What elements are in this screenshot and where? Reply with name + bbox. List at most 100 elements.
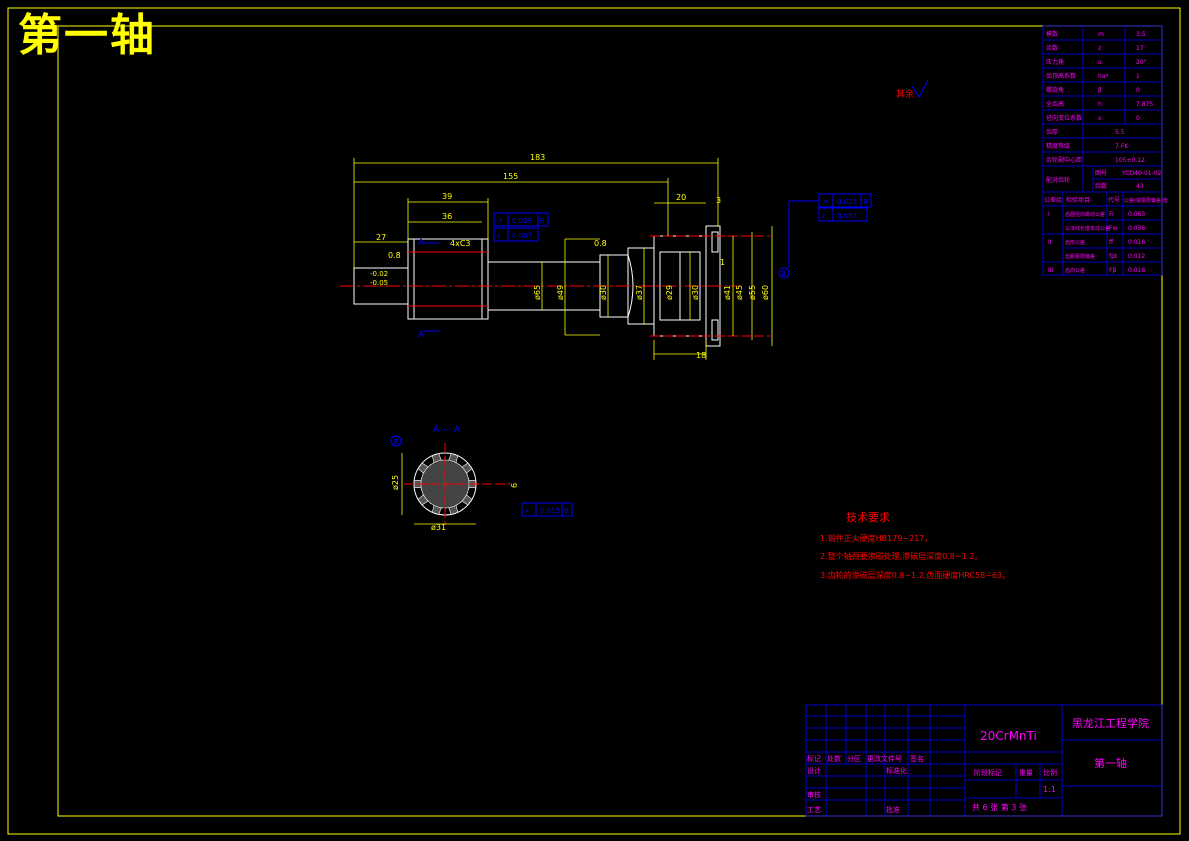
dimension-texts: 183 155 39 36 27 0.8 0.8 20 3 18 1 4xC3 …	[370, 153, 725, 360]
dim-phi30b: ø30	[691, 285, 700, 300]
tolerance-texts: ↗ 0.025 B ⫽ 0.007 ↗ 0.025 B ⫽ 0.007 ⌖ 0.…	[496, 198, 868, 515]
label-zone: 分区	[847, 754, 861, 763]
gear-row-name: 齿顶高系数	[1046, 72, 1076, 80]
gear-row-value: 3.5	[1136, 31, 1146, 38]
section-mark-a-bottom: A	[418, 330, 425, 340]
dim-phi55: ø55	[748, 285, 757, 300]
dim-27: 27	[376, 233, 386, 242]
tech-req-item-1: 1.锻件正火硬度HB179~217。	[820, 533, 932, 543]
gear-row-name: 全齿高	[1046, 100, 1064, 108]
check-row-value: 0.063	[1128, 211, 1145, 218]
gear-row-name: 压力角	[1046, 58, 1064, 66]
tech-req-title: 技术要求	[846, 511, 890, 524]
check-row-item: 齿形公差	[1065, 239, 1085, 246]
dim-18: 18	[696, 351, 706, 360]
check-row-code: ff	[1109, 239, 1114, 246]
outer-frame	[7, 7, 1181, 835]
check-header-value: 公差(或极限偏差)值	[1124, 197, 1168, 204]
dim-width6: 6	[510, 483, 519, 488]
dim-155: 155	[503, 172, 518, 181]
gear-mate-v1: YCD40-01-02	[1121, 170, 1162, 177]
section-datum-icon	[390, 435, 402, 447]
dim-phi29: ø29	[665, 285, 674, 300]
tol-3-symbol: ↗	[822, 198, 828, 206]
check-row-code: Fr	[1109, 211, 1115, 218]
check-row-code: Fw	[1109, 225, 1117, 232]
gear-row-value: 7.875	[1136, 101, 1153, 108]
dim-3: 3	[716, 196, 721, 205]
dim-phi65: ø65	[533, 285, 542, 300]
label-process: 工艺	[807, 806, 821, 814]
datum-b-label: B	[781, 270, 786, 278]
gear-mate-k2: 齿数	[1095, 182, 1107, 190]
dim-phi49: ø49	[556, 285, 565, 300]
label-approve: 批准	[886, 805, 900, 814]
gear-row-symbol: β	[1098, 87, 1102, 94]
gear-row-value: 0	[1136, 115, 1140, 122]
material-text: 20CrMnTi	[980, 729, 1037, 743]
gear-row-name: 模数	[1046, 30, 1058, 38]
gear-row-value: 17	[1136, 45, 1144, 52]
check-row-item: 齿距极限偏差	[1065, 253, 1095, 260]
label-weight: 重量	[1019, 769, 1033, 777]
dim-phi41: ø41	[723, 285, 732, 300]
dim-f005: -0.05	[370, 279, 388, 287]
tol-2-symbol: ⫽	[496, 232, 501, 240]
label-stage: 阶段标记	[974, 768, 1002, 777]
drawing-title: 第一轴	[18, 10, 156, 61]
gear-mate-v2: 43	[1136, 183, 1144, 190]
tech-req-item-3: 3.齿轮的渗碳层深度0.8~1.2,齿面硬度HRC58~63。	[820, 570, 1010, 580]
sheet-info: 共 6 张 第 3 张	[972, 802, 1027, 812]
tol-4-value: 0.007	[837, 212, 857, 220]
roughness-note: 其余	[896, 88, 914, 100]
gear-row-symbol: ha*	[1098, 73, 1108, 80]
tol-3-datum: B	[863, 198, 868, 206]
gear-mate-k1: 图号	[1095, 170, 1107, 177]
dim-phi30: ø30	[599, 285, 608, 300]
gear-wide-value: 105±0.12	[1115, 157, 1145, 164]
check-header-item: 检验项目	[1066, 196, 1090, 204]
check-row-value: 0.016	[1128, 239, 1145, 246]
tol-5-symbol: ⌖	[525, 507, 529, 515]
check-row-group: II	[1048, 239, 1052, 246]
gear-wide-value: 7-FK	[1115, 143, 1129, 150]
dim-0-8-a: 0.8	[388, 251, 401, 260]
title-block-text: 20CrMnTi 黑龙江工程学院 第一轴 1:1 共 6 张 第 3 张 标记 …	[807, 716, 1149, 814]
label-design: 设计	[807, 766, 821, 775]
gear-wide-value: 5.5	[1115, 129, 1125, 136]
dim-chamfer: 4xC3	[450, 239, 471, 248]
part-name: 第一轴	[1094, 756, 1127, 770]
tol-4-symbol: ⫽	[821, 212, 826, 220]
gear-row-name: 螺旋角	[1046, 86, 1064, 94]
label-mark: 标记	[807, 754, 821, 763]
label-doc: 更改文件号	[867, 754, 902, 763]
dim-phi25: ø25	[391, 475, 400, 490]
tol-5-value: 0.015	[540, 507, 560, 515]
roughness-symbol-icon	[911, 79, 929, 98]
dim-f002: -0.02	[370, 270, 388, 278]
section-dims: ø25 ø31 6	[391, 475, 519, 532]
dim-phi31: ø31	[431, 523, 446, 532]
check-header-group: 公差组	[1044, 196, 1062, 204]
tol-5-datum: B	[564, 507, 569, 515]
label-sign: 签名	[910, 754, 924, 763]
tol-1-symbol: ↗	[497, 217, 503, 225]
datum-b-symbol-icon	[778, 267, 790, 279]
dim-phi60: ø60	[761, 285, 770, 300]
gear-table-lines	[1042, 25, 1163, 276]
check-row-item: 齿向公差	[1065, 267, 1085, 274]
school-name: 黑龙江工程学院	[1072, 716, 1149, 730]
dim-0-8-b: 0.8	[594, 239, 607, 248]
dim-183: 183	[530, 153, 545, 162]
gear-row-symbol: z	[1098, 45, 1101, 52]
dim-phi37: ø37	[635, 285, 644, 300]
dim-39: 39	[442, 192, 452, 201]
check-row-group: I	[1048, 211, 1050, 218]
gear-wide-name: 齿厚	[1046, 128, 1058, 136]
dim-phi45: ø45	[735, 285, 744, 300]
check-row-value: 0.016	[1128, 267, 1145, 274]
check-row-item: 公法线长度变动公差	[1065, 225, 1110, 232]
